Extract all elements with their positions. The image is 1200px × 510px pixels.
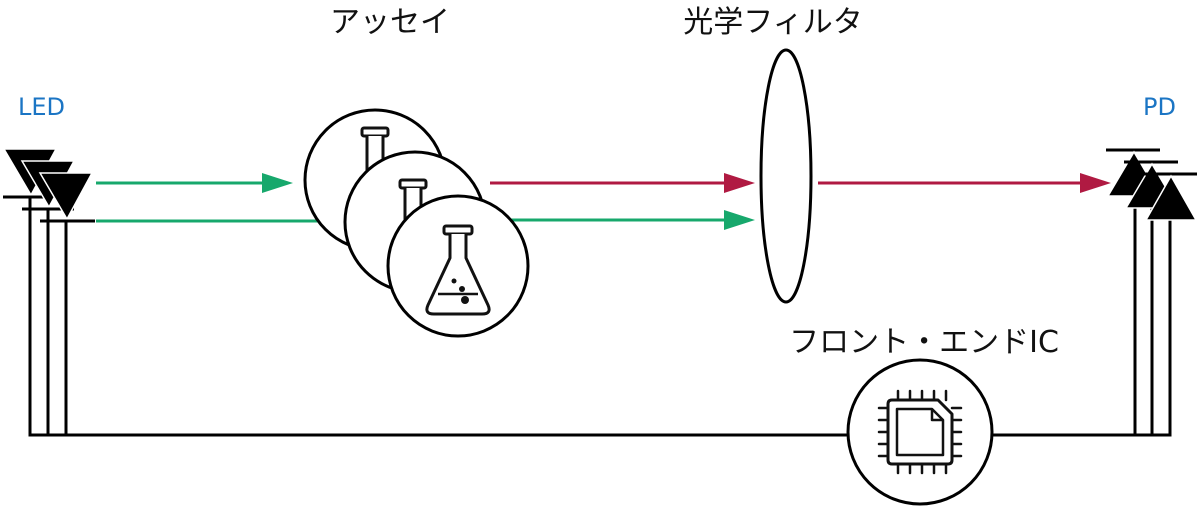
led-triangle-3 xyxy=(38,172,94,221)
excitation-arrowhead-to-filter xyxy=(724,210,755,230)
flask-bubble-large xyxy=(461,296,469,304)
chip-body xyxy=(886,398,954,466)
test-tube-cap xyxy=(360,126,390,138)
pd-triangle-3 xyxy=(1144,174,1198,221)
excitation-arrowhead-upper xyxy=(262,173,293,193)
emission-arrowhead-to-filter xyxy=(724,173,755,193)
flask-bubble-medium xyxy=(459,286,465,292)
flask-cap xyxy=(442,224,474,236)
test-tube-cap xyxy=(398,178,428,190)
emission-arrowhead-to-pd xyxy=(1080,173,1111,193)
label-assay: アッセイ xyxy=(330,5,450,40)
lens-icon xyxy=(759,48,813,304)
front-end-ic xyxy=(846,358,994,506)
circuit-wiring xyxy=(28,196,1172,437)
light-beams xyxy=(96,173,1111,230)
flask-bubble-small xyxy=(451,278,457,284)
photodiode-symbol xyxy=(1106,148,1198,221)
label-pd: PD xyxy=(1143,93,1176,121)
assay-stack xyxy=(303,108,530,338)
chip-die xyxy=(895,407,945,457)
label-led: LED xyxy=(18,93,65,121)
chip-icon xyxy=(877,389,963,475)
led-symbol xyxy=(2,148,95,223)
chip-corner-fold xyxy=(930,409,943,422)
label-optical-filter: 光学フィルタ xyxy=(683,5,862,40)
flask-icon xyxy=(425,224,491,316)
label-front-end-ic: フロント・エンドIC xyxy=(789,325,1059,360)
